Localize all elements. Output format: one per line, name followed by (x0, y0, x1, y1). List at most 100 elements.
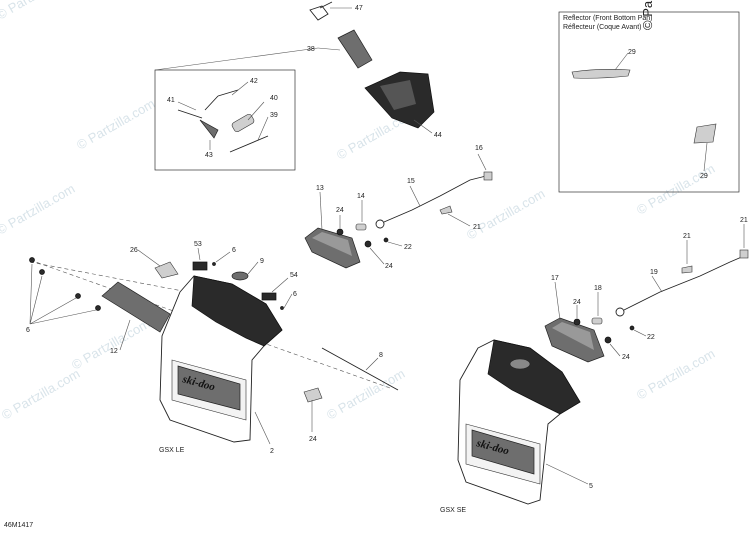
wrench-41 (177, 109, 203, 119)
callout-40: 40 (270, 95, 278, 102)
callout-54: 54 (290, 272, 298, 279)
callout-38: 38 (307, 46, 315, 53)
light-housing-11 (304, 227, 361, 269)
sleeve-38 (337, 29, 373, 69)
tool-43 (199, 119, 219, 139)
nut-19c (573, 318, 581, 326)
callout-29b: 29 (700, 173, 708, 180)
callout-19c: 24 (573, 299, 581, 306)
callout-11: 13 (316, 185, 324, 192)
light-housing-15 (544, 317, 605, 363)
wire-17 (623, 255, 745, 311)
callout-2: 2 (270, 448, 274, 455)
callout-26: 26 (130, 247, 138, 254)
connector-14 (483, 171, 493, 181)
corner-watermark: © Pa (640, 0, 655, 30)
grommet-9 (231, 271, 249, 281)
plate-10 (101, 281, 171, 333)
screw-6d (95, 305, 101, 311)
nut-19d (604, 336, 612, 344)
reflector-29-front (571, 69, 631, 79)
socket (375, 219, 385, 229)
callout-10: 12 (110, 348, 118, 355)
callout-53: 53 (194, 241, 202, 248)
nut-19b (364, 240, 372, 248)
top-parts (154, 1, 435, 134)
variant-label-right: GSX SE (440, 507, 466, 514)
wire-13 (383, 175, 487, 223)
callout-16: 18 (594, 285, 602, 292)
watermark: © Partzilla.com (324, 366, 407, 423)
callout-17: 19 (650, 269, 658, 276)
callout-44: 44 (434, 132, 442, 139)
callout-12: 14 (357, 193, 365, 200)
flap-top-5 (487, 339, 581, 415)
callout-6a: 6 (232, 247, 236, 254)
callouts: 47 38 42 41 40 39 43 44 29 29 16 15 13 1… (26, 5, 748, 490)
clip-21b (681, 265, 693, 274)
callout-39: 39 (270, 112, 278, 119)
reflector-title-fr: Réflecteur (Coque Avant) (563, 24, 641, 31)
watermark: © Partzilla.com (634, 346, 717, 403)
clip-53 (192, 261, 208, 271)
callout-41: 41 (167, 97, 175, 104)
callout-29a: 29 (628, 49, 636, 56)
callout-42: 42 (250, 78, 258, 85)
reflector-29-side (693, 123, 717, 144)
tag-24 (303, 387, 323, 403)
reflector-title-en: Reflector (Front Bottom Pan) (563, 15, 652, 22)
callout-19a: 24 (336, 207, 344, 214)
flap-top-2 (191, 275, 283, 347)
callout-21a: 21 (473, 224, 481, 231)
plug-40 (231, 113, 255, 133)
callout-22b: 22 (647, 334, 655, 341)
callout-15: 17 (551, 275, 559, 282)
watermark: © Partzilla.com (69, 316, 152, 373)
callout-43: 43 (205, 152, 213, 159)
callout-24: 24 (309, 436, 317, 443)
callout-22a: 22 (404, 244, 412, 251)
screw-6a (29, 257, 35, 263)
reflector-box: Reflector (Front Bottom Pan) Réflecteur … (558, 11, 740, 193)
right-flap-assembly: ski-doo (457, 339, 589, 505)
pad-26 (154, 261, 179, 279)
callout-13: 15 (407, 178, 415, 185)
bulb-12 (355, 223, 367, 231)
wrench-42 (204, 89, 239, 111)
watermark: © Partzilla.com (464, 186, 547, 243)
screw-22 (383, 237, 389, 243)
rod-39 (229, 135, 269, 153)
diagram-code: 46M1417 (4, 522, 33, 529)
callout-19d: 24 (622, 354, 630, 361)
brand-panel-right (471, 429, 535, 475)
clip-21 (439, 205, 453, 215)
brand-panel-left (177, 365, 241, 411)
callout-18: 21 (740, 217, 748, 224)
callout-19b: 24 (385, 263, 393, 270)
callout-14: 16 (475, 145, 483, 152)
callout-6c: 6 (26, 327, 30, 334)
callout-6b: 6 (293, 291, 297, 298)
nut-19 (336, 228, 344, 236)
bracket-44-inner (380, 80, 416, 110)
callout-47: 47 (355, 5, 363, 12)
screw-6e (212, 262, 216, 266)
callout-8: 8 (379, 352, 383, 359)
watermark: © Partzilla.com (634, 161, 717, 218)
screw-6c (75, 293, 81, 299)
screw-22b (629, 325, 635, 331)
right-light-assembly (544, 224, 749, 363)
left-light-assembly (304, 153, 493, 269)
callout-5: 5 (589, 483, 593, 490)
bulb-16 (591, 317, 603, 325)
rod-8 (321, 347, 399, 391)
clip-54 (261, 292, 277, 301)
left-flap-assembly: ski-doo (29, 247, 399, 445)
watermark: © Partzilla.com (0, 366, 82, 423)
connector-18 (739, 249, 749, 259)
socket-right (615, 307, 625, 317)
watermark: © Partzilla.com (74, 96, 157, 153)
screw-6b (39, 269, 45, 275)
